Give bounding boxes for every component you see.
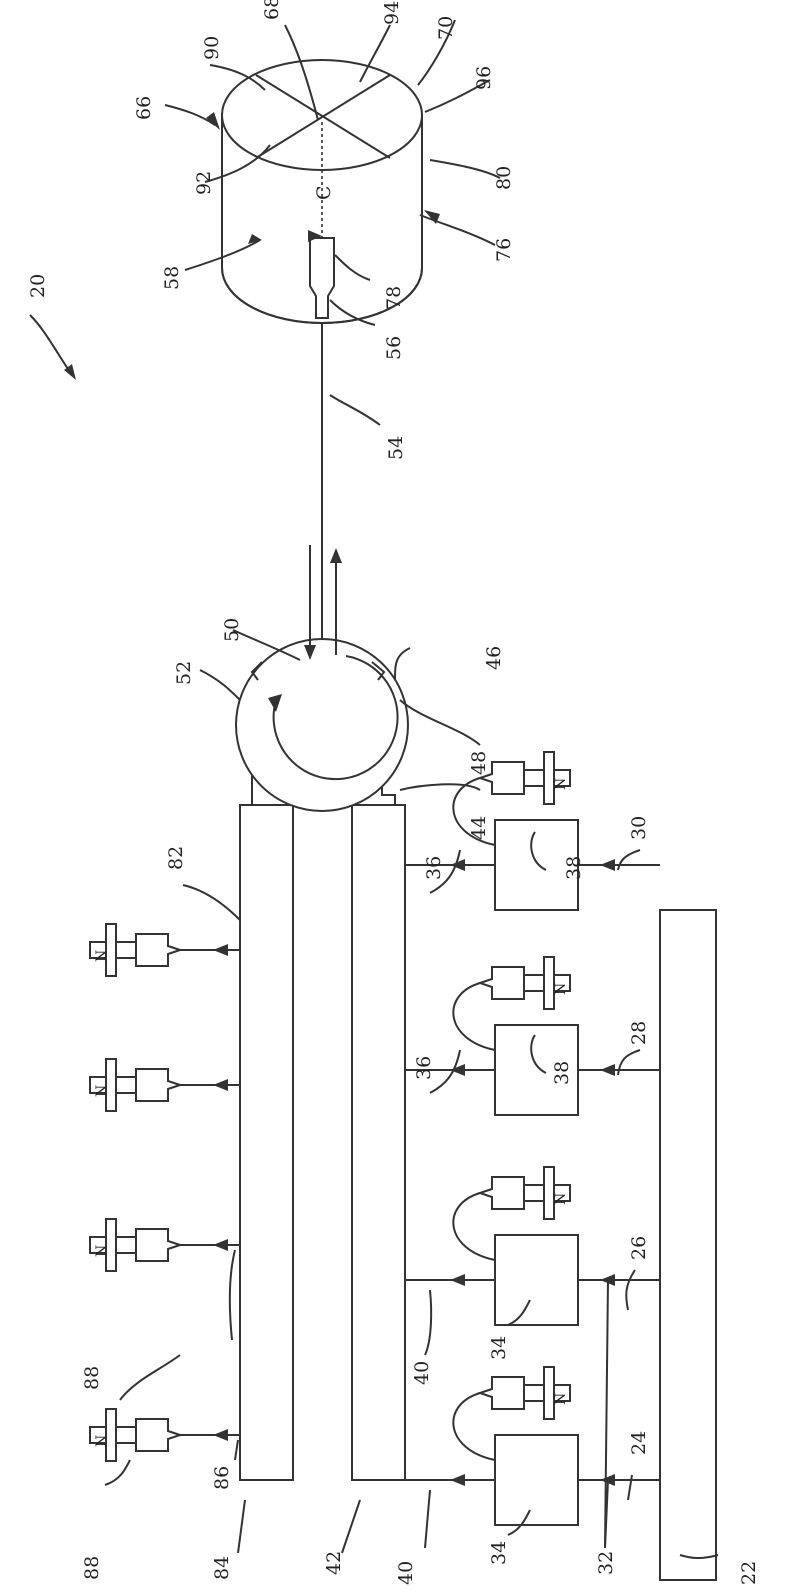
label-38-lower: 38	[551, 1061, 573, 1085]
label-N2: N	[553, 983, 569, 995]
label-78: 78	[383, 286, 405, 310]
lines-40	[405, 859, 495, 1486]
pump-units	[494, 819, 579, 1526]
label-N5: N	[94, 950, 110, 962]
label-90: 90	[201, 36, 223, 60]
chamber-66	[221, 59, 423, 324]
label-52: 52	[173, 661, 195, 685]
reference-numerals: 20 22 24 26 28 30 32 34 34 36 36 38 38 4…	[27, 0, 760, 1585]
label-36-lower: 36	[413, 1056, 435, 1080]
label-56: 56	[383, 336, 405, 360]
label-88-upper: 88	[81, 1366, 103, 1390]
label-68: 68	[261, 0, 283, 20]
label-22: 22	[738, 1561, 760, 1585]
pump-46	[235, 638, 409, 812]
rail-84	[239, 804, 294, 1481]
label-54: 54	[385, 436, 407, 460]
label-76: 76	[493, 238, 515, 262]
label-66: 66	[133, 96, 155, 120]
label-86: 86	[211, 1466, 233, 1490]
label-92: 92	[193, 171, 215, 195]
label-N7: N	[94, 1245, 110, 1257]
label-N8: N	[94, 1435, 110, 1447]
conduit-54	[304, 318, 342, 660]
label-30: 30	[628, 816, 650, 840]
label-N1: N	[553, 778, 569, 790]
label-26: 26	[628, 1236, 650, 1260]
rail-42	[351, 804, 406, 1481]
pump-injectors	[452, 751, 571, 1461]
label-88-lower: 88	[81, 1556, 103, 1580]
feed-lines	[578, 859, 660, 1486]
label-70: 70	[435, 16, 457, 40]
label-N6: N	[94, 1085, 110, 1097]
label-48: 48	[468, 751, 490, 775]
label-24: 24	[628, 1431, 650, 1455]
label-58: 58	[161, 266, 183, 290]
label-94: 94	[381, 1, 403, 25]
label-N4: N	[553, 1393, 569, 1405]
label-44: 44	[468, 816, 490, 840]
label-38-upper: 38	[563, 856, 585, 880]
label-42: 42	[323, 1551, 345, 1575]
rail-84-outlets	[89, 923, 240, 1462]
reservoir-22	[659, 909, 717, 1581]
label-N3: N	[553, 1193, 569, 1205]
label-C: C	[313, 185, 335, 200]
label-40-upper: 40	[411, 1361, 433, 1385]
label-96: 96	[473, 66, 495, 90]
label-34-lower: 34	[488, 1541, 510, 1565]
label-82: 82	[165, 846, 187, 870]
label-80: 80	[493, 166, 515, 190]
label-50: 50	[221, 618, 243, 642]
label-84: 84	[211, 1556, 233, 1580]
label-20: 20	[27, 274, 49, 298]
leader-lines	[29, 19, 719, 1559]
label-34-upper: 34	[488, 1336, 510, 1360]
label-32: 32	[595, 1551, 617, 1575]
label-36-upper: 36	[423, 856, 445, 880]
label-46: 46	[483, 646, 505, 670]
label-28: 28	[628, 1021, 650, 1045]
label-40-lower: 40	[395, 1561, 417, 1585]
